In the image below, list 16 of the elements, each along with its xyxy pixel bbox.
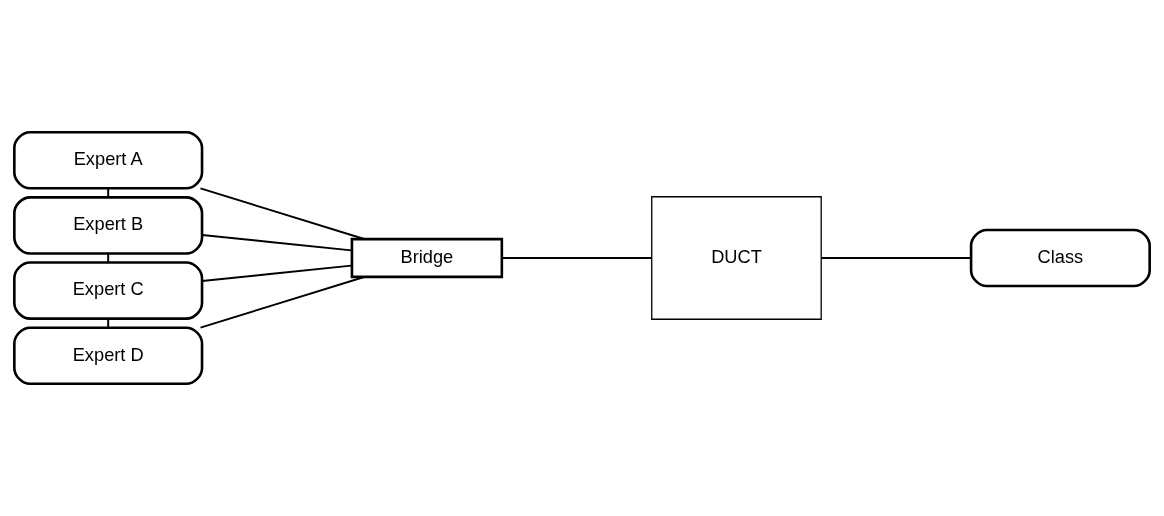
node-box: Expert B [13, 196, 204, 255]
connector [107, 252, 110, 264]
node-box: Bridge [350, 237, 504, 279]
node-box: Expert C [13, 261, 204, 320]
node-box: Class [969, 228, 1151, 288]
connector [107, 187, 110, 198]
node-box: Expert A [13, 130, 204, 190]
connector [201, 264, 353, 282]
connector [501, 257, 653, 259]
node-box: Expert D [13, 326, 204, 386]
connector [820, 257, 972, 259]
connector [107, 317, 110, 329]
node-box: DUCT [651, 196, 822, 320]
connector [199, 276, 366, 329]
connector [201, 234, 353, 252]
connector [199, 187, 366, 240]
